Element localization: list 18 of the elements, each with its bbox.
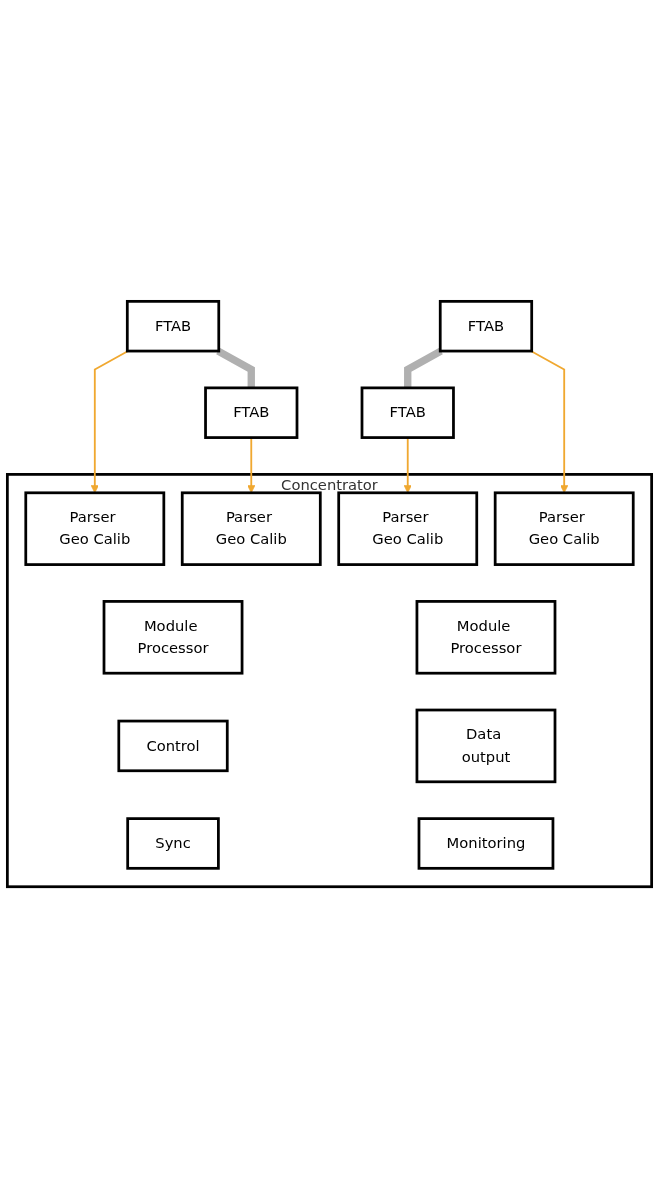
node-box: Module Processor: [102, 600, 244, 676]
node-box: Parser Geo Calib: [180, 491, 322, 567]
node-box: FTAB: [204, 386, 299, 440]
node-box: Parser Geo Calib: [24, 491, 166, 567]
arrow: [530, 350, 569, 494]
node-box: Monitoring: [417, 817, 555, 871]
node-box: Module Processor: [415, 600, 557, 676]
node-box: Parser Geo Calib: [493, 491, 635, 567]
connector: [404, 348, 443, 389]
node-box: Parser Geo Calib: [337, 491, 479, 567]
node-box: FTAB: [125, 300, 221, 353]
node-box: Sync: [126, 817, 220, 871]
connector: [216, 348, 255, 389]
node-box: Control: [117, 720, 229, 773]
node-box: FTAB: [438, 300, 534, 353]
arrow: [90, 350, 129, 494]
node-box: Data output: [415, 709, 557, 784]
node-box: FTAB: [360, 386, 455, 440]
